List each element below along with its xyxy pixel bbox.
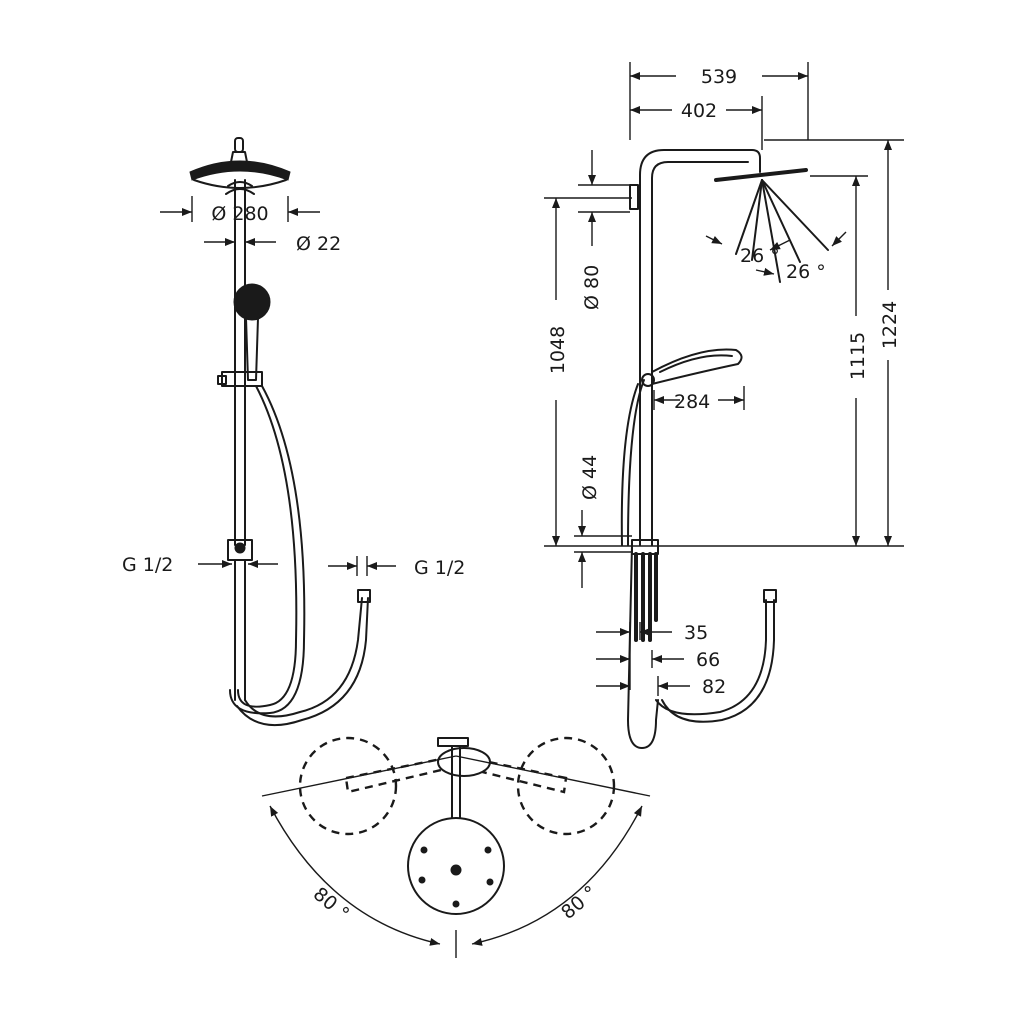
- label-mount-height: 1048: [547, 326, 569, 374]
- dim-connection-right: G 1/2: [328, 556, 465, 579]
- label-spout-35: 35: [684, 622, 708, 644]
- shower-hose-front: [229, 385, 371, 727]
- dim-overall-reach: 539: [629, 62, 809, 140]
- dim-mount-height: 1048: [544, 197, 904, 547]
- label-connection-left: G 1/2: [122, 554, 173, 576]
- dim-hand-shower-reach: 284: [653, 386, 745, 413]
- top-view-cap: [437, 737, 469, 747]
- dim-arm-reach: 402: [630, 96, 763, 150]
- overhead-shower-front: [189, 137, 291, 195]
- label-connection-right: G 1/2: [414, 557, 465, 579]
- label-pipe-diameter: Ø 22: [296, 233, 341, 255]
- label-head-height: 1115: [847, 332, 869, 380]
- mixer-body-front: [227, 539, 253, 701]
- dim-spout-35: 35: [596, 622, 708, 690]
- overhead-shower-side: [714, 168, 808, 182]
- label-bracket-diameter: Ø 44: [579, 455, 601, 500]
- dim-connection-left: G 1/2: [122, 554, 278, 576]
- spray-pattern: 26 ° 26 °: [705, 179, 847, 283]
- dim-mount-diameter: Ø 80: [578, 150, 630, 310]
- label-head-diameter: Ø 280: [211, 203, 268, 225]
- label-spray-angle-2: 26 °: [786, 261, 826, 283]
- dim-pipe-diameter: Ø 22: [204, 233, 341, 255]
- label-overall-reach: 539: [701, 66, 737, 88]
- label-spray-angle-1: 26 °: [740, 245, 780, 267]
- swivel-arc-right: [471, 805, 643, 946]
- label-spout-82: 82: [702, 676, 726, 698]
- shower-hose-side: [620, 379, 777, 749]
- dim-bracket-diameter: Ø 44: [574, 455, 632, 588]
- hand-shower-front: [217, 283, 271, 387]
- side-view: 26 ° 26 °: [544, 62, 904, 749]
- dim-spout-82: 82: [596, 676, 726, 698]
- label-swivel-right: 80 °: [557, 881, 602, 923]
- riser-arm-outer: [639, 149, 761, 546]
- riser-arm-inner: [651, 161, 749, 546]
- label-spout-66: 66: [696, 649, 720, 671]
- dim-spout-66: 66: [596, 649, 720, 671]
- wall-mount-top: [629, 184, 639, 210]
- dim-head-height: 1115: [810, 175, 869, 546]
- label-swivel-left: 80 °: [309, 883, 354, 925]
- dim-head-diameter: Ø 280: [160, 196, 320, 225]
- label-hand-shower-reach: 284: [674, 391, 710, 413]
- mixer-body-side: [631, 539, 659, 642]
- dim-overall-height: 1224: [764, 139, 904, 546]
- top-view: 80 ° 80 °: [261, 736, 651, 958]
- front-view: Ø 280 Ø 22 G 1/2 G 1/2: [122, 137, 465, 727]
- label-arm-reach: 402: [681, 100, 717, 122]
- label-overall-height: 1224: [879, 301, 901, 349]
- swivel-arc-left: [269, 805, 441, 946]
- hand-shower-side: [641, 348, 743, 387]
- label-mount-diameter: Ø 80: [581, 265, 603, 310]
